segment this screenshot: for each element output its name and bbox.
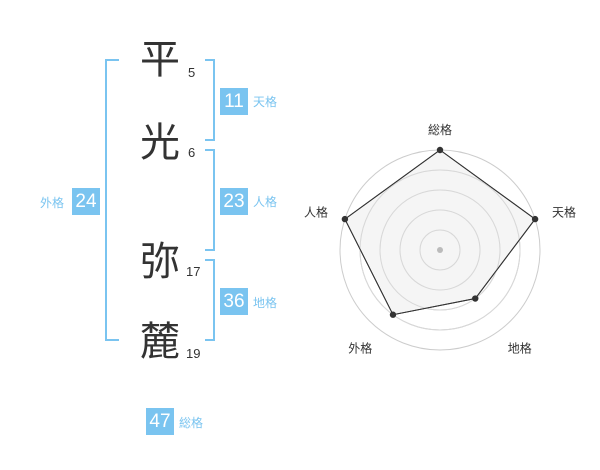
soukaku-label: 総格 <box>179 416 204 430</box>
jinkaku-label: 人格 <box>253 195 278 209</box>
jinkaku-value: 23 <box>220 188 248 215</box>
chikaku-bracket <box>205 259 215 341</box>
name-char-4: 麓 <box>140 319 180 365</box>
gaikaku-value: 24 <box>72 188 100 215</box>
name-char-3: 弥 <box>140 239 180 285</box>
name-char-2: 光 <box>140 120 180 166</box>
tenkaku-value: 11 <box>220 88 248 115</box>
stroke-count-1: 5 <box>188 65 196 80</box>
tenkaku-bracket <box>205 59 215 141</box>
radar-point-2 <box>531 215 539 223</box>
chikaku-label: 地格 <box>253 296 278 310</box>
radar-point-5 <box>341 215 349 223</box>
radar-point-1 <box>436 146 444 154</box>
gaikaku-bracket <box>105 59 119 341</box>
radar-grid-circle-inner <box>379 189 501 311</box>
gaikaku-label: 外格 <box>40 196 65 210</box>
stroke-count-4: 19 <box>186 346 201 361</box>
radar-axis-label-3: 地格 <box>508 341 532 356</box>
jinkaku-bracket <box>205 149 215 251</box>
radar-point-3 <box>472 295 479 302</box>
tenkaku-label: 天格 <box>253 95 278 109</box>
radar-grid-circle-inner <box>419 229 461 271</box>
chikaku-value: 36 <box>220 288 248 315</box>
radar-point-4 <box>389 311 397 318</box>
radar-axis-label-4: 外格 <box>348 341 372 356</box>
stroke-count-3: 17 <box>186 264 201 279</box>
name-char-1: 平 <box>140 37 180 83</box>
radar-center-dot <box>437 247 443 253</box>
radar-grid-circle-inner <box>399 209 481 291</box>
radar-series-outline <box>344 149 536 316</box>
radar-axis-label-5: 人格 <box>304 204 328 219</box>
soukaku-value: 47 <box>146 408 174 435</box>
stroke-count-2: 6 <box>188 145 196 160</box>
radar-axis-label-2: 天格 <box>552 204 576 219</box>
radar-axis-label-1: 総格 <box>428 122 452 137</box>
